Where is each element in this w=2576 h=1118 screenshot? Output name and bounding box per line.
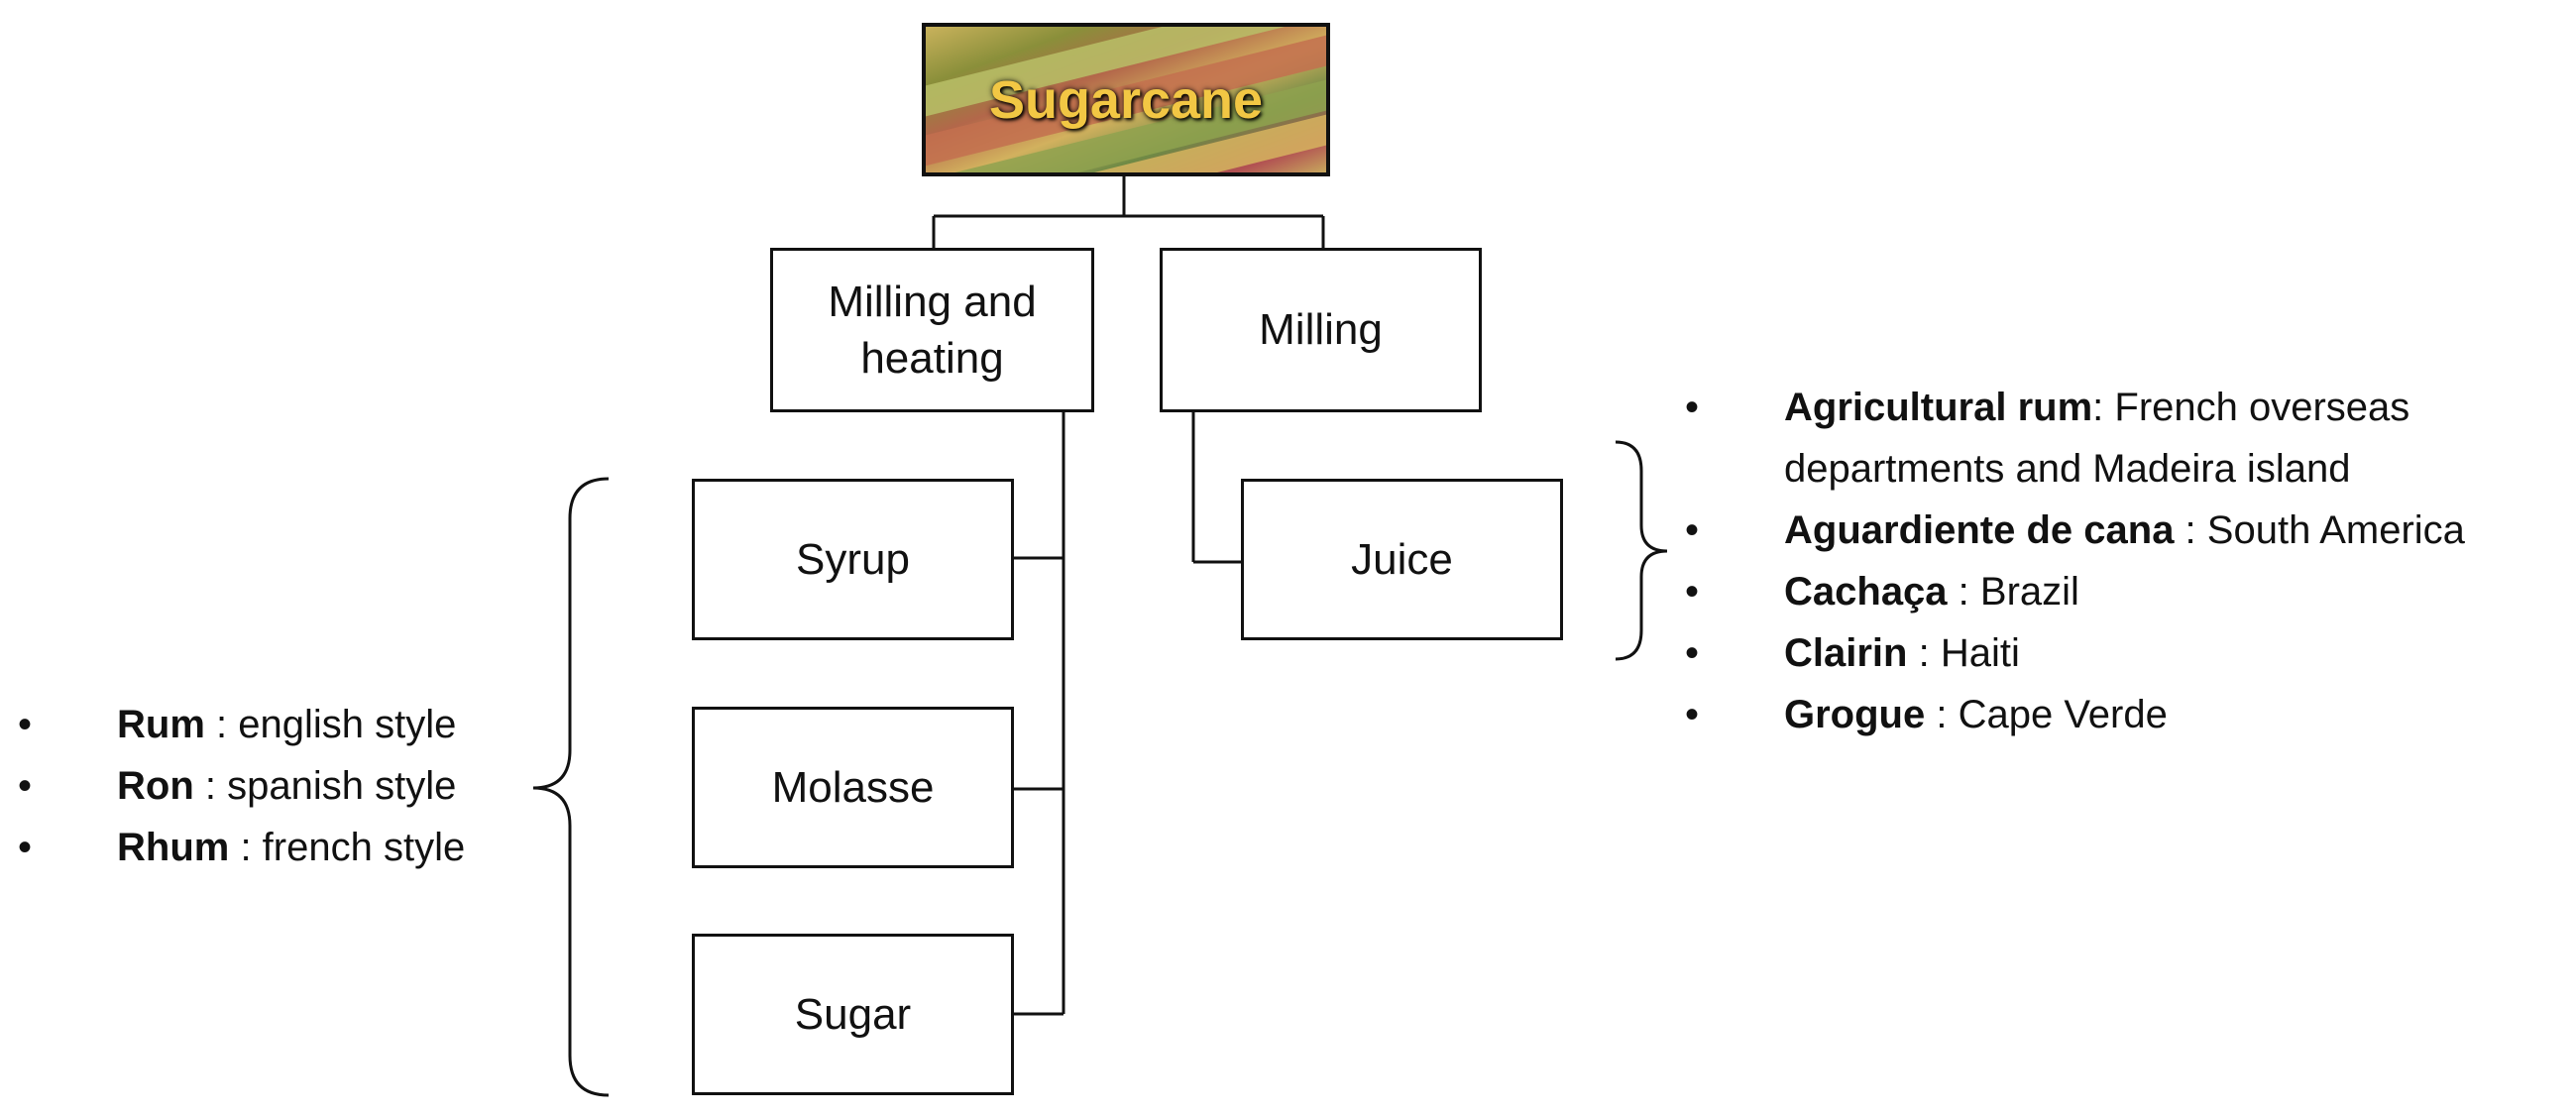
sugar-node: Sugar (692, 934, 1014, 1095)
list-item: Aguardiente de cana : South America (1685, 500, 2567, 561)
right-brace (1615, 440, 1668, 661)
syrup-label: Syrup (796, 534, 910, 584)
juice-label: Juice (1351, 534, 1453, 584)
molasse-node: Molasse (692, 707, 1014, 868)
list-item: Agricultural rum: French overseas depart… (1685, 377, 2567, 500)
sugar-label: Sugar (794, 989, 912, 1039)
right-rum-region-list: Agricultural rum: French overseas depart… (1685, 377, 2567, 745)
sugarcane-label: Sugarcane (988, 69, 1264, 130)
milling-and-heating-node: Milling and heating (770, 248, 1094, 412)
molasse-label: Molasse (771, 762, 935, 812)
list-item: Rum : english style (18, 694, 533, 755)
list-item: Rhum : french style (18, 817, 533, 878)
milling-node: Milling (1160, 248, 1482, 412)
left-brace (532, 477, 610, 1097)
list-item: Clairin : Haiti (1685, 622, 2567, 684)
list-item: Cachaça : Brazil (1685, 561, 2567, 622)
list-item: Ron : spanish style (18, 755, 533, 817)
left-rum-style-list: Rum : english style Ron : spanish style … (18, 694, 533, 878)
syrup-node: Syrup (692, 479, 1014, 640)
list-item: Grogue : Cape Verde (1685, 684, 2567, 745)
juice-node: Juice (1241, 479, 1563, 640)
milling-and-heating-label: Milling and heating (828, 277, 1037, 383)
sugarcane-node: Sugarcane (922, 23, 1330, 176)
milling-label: Milling (1259, 305, 1383, 355)
